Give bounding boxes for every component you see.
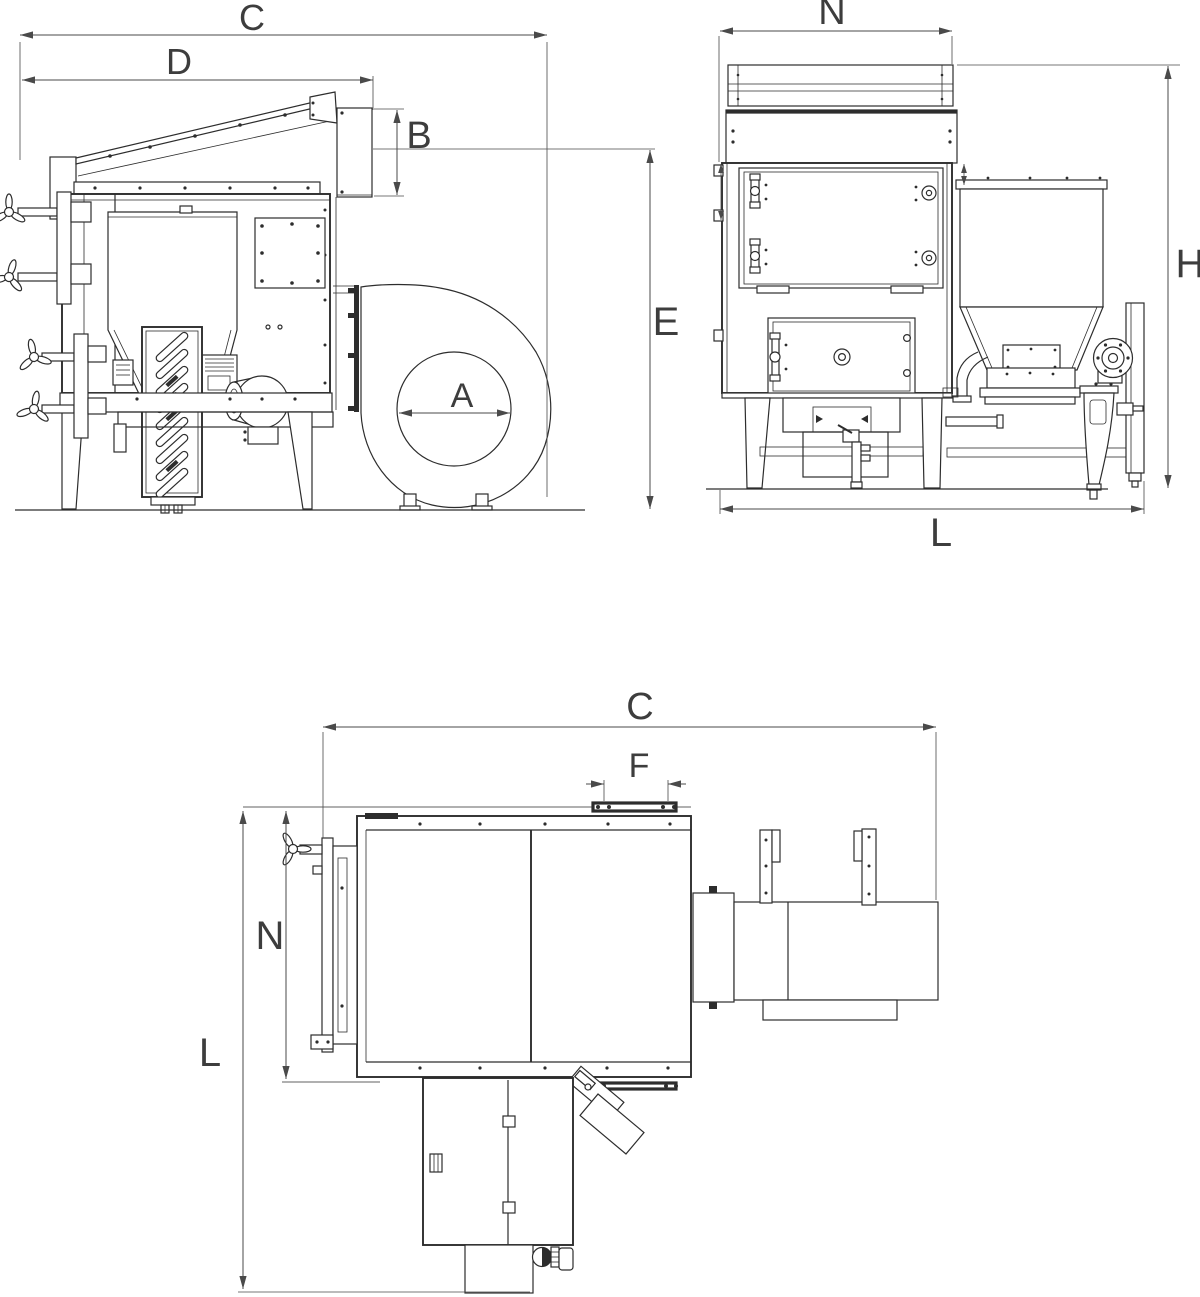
leg-left-front [744, 397, 771, 489]
leg-right-side [287, 411, 313, 510]
dim-label-side-E: E [653, 300, 680, 344]
fan-bracket-2 [853, 828, 877, 906]
drain-valve [837, 424, 871, 489]
dim-label-side-C: C [239, 0, 265, 38]
dim-front-H: H [957, 64, 1200, 488]
dim-label-side-D: D [166, 41, 192, 82]
plan-view: C F N L [199, 686, 939, 1294]
plan-flue-flange [591, 801, 678, 813]
hopper-down-pipe [952, 351, 989, 403]
dim-side-D: D [22, 41, 374, 110]
plan-feed-motor [464, 1244, 574, 1294]
plan-hopper-box [422, 1077, 574, 1246]
front-base [721, 392, 953, 489]
heat-exchanger-hatch [727, 64, 954, 107]
dim-side-B: B [374, 108, 432, 197]
fan-volute [360, 283, 552, 511]
upper-door [738, 167, 944, 294]
small-ref-arrows [718, 164, 967, 220]
lower-door-hardware [12, 333, 107, 439]
fan-bracket [333, 285, 359, 412]
dim-side-E: E [373, 148, 680, 509]
plan-burner-assembly [567, 1065, 678, 1155]
fan-inlet-circle [396, 351, 512, 467]
dim-label-side-B: B [406, 115, 431, 157]
leg-right-front [921, 397, 943, 489]
base-frame [59, 392, 334, 453]
grate-plate [141, 326, 203, 514]
dim-front-N: N [718, 0, 953, 162]
plan-body [243, 806, 692, 1083]
dim-label-front-N: N [818, 0, 845, 33]
plan-door-assembly [280, 831, 358, 1053]
dim-label-plan-N: N [256, 914, 285, 958]
dim-label-plan-F: F [629, 747, 650, 785]
dim-label-plan-C: C [626, 686, 653, 728]
side-view: C D B E A [0, 0, 680, 514]
hopper-support [1079, 302, 1145, 500]
dim-side-A: A [399, 377, 510, 417]
dim-label-front-H: H [1176, 242, 1200, 286]
sloped-hood [49, 91, 338, 220]
dim-front-L: L [719, 481, 1145, 555]
dim-plan-L: L [199, 811, 530, 1293]
top-frame-band [725, 109, 958, 164]
dim-label-side-A: A [451, 377, 474, 415]
dim-label-plan-L: L [199, 1031, 221, 1075]
plan-fan-assembly [692, 828, 939, 1021]
dim-plan-N: N [256, 811, 290, 1079]
dim-plan-F: F [586, 747, 686, 801]
flue-outlet-box [336, 107, 373, 198]
front-view: N H L [706, 0, 1200, 555]
fan-bracket-1 [759, 829, 781, 904]
access-plate [254, 217, 326, 289]
feed-motor [112, 354, 238, 394]
dim-plan-C: C [322, 686, 937, 900]
upper-door-hardware [0, 191, 92, 305]
dim-side-C: C [19, 0, 548, 497]
lower-door [767, 317, 916, 396]
dim-label-front-L: L [930, 511, 952, 555]
auger-gear-motor [1092, 337, 1134, 384]
pellet-hopper [942, 176, 1128, 458]
